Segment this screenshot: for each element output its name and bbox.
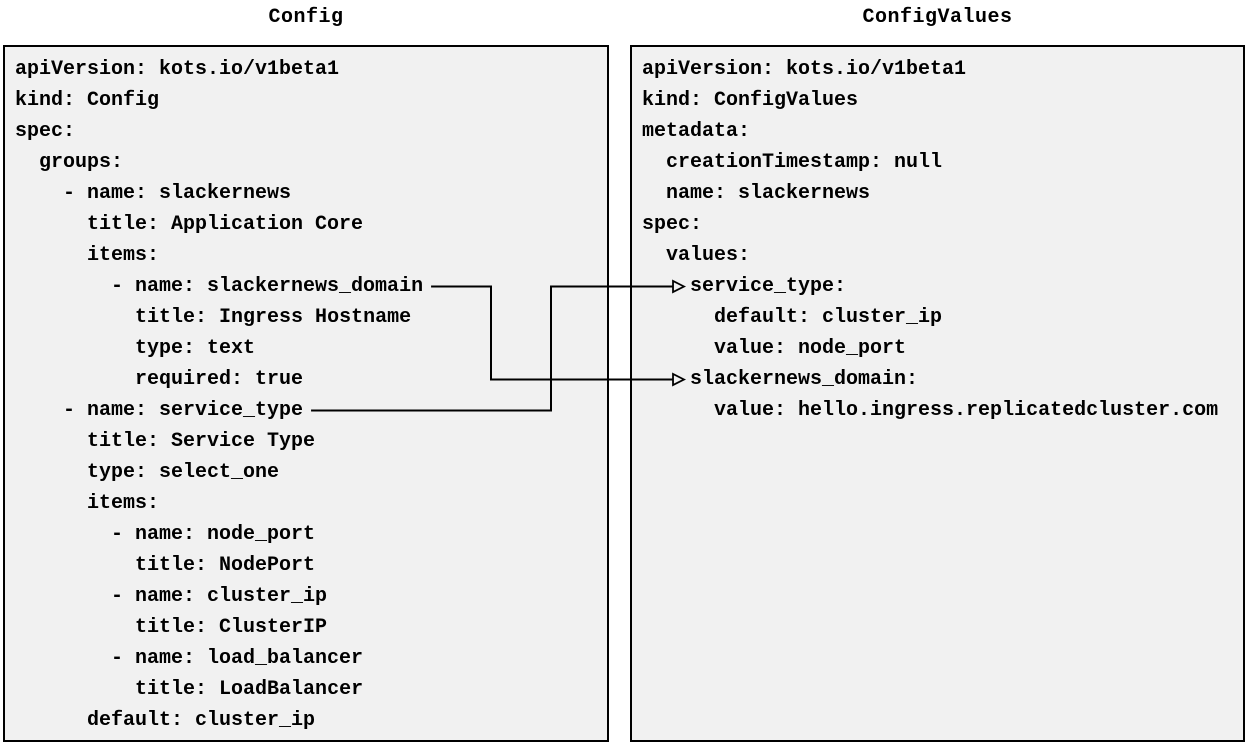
yaml-line-text: title: Service Type xyxy=(87,430,316,453)
yaml-line-text: apiVersion: kots.io/v1beta1 xyxy=(15,58,340,81)
yaml-line-text: title: NodePort xyxy=(135,554,316,577)
yaml-line-text: title: Ingress Hostname xyxy=(135,306,412,329)
yaml-line-text: - name: load_balancer xyxy=(111,647,364,670)
yaml-line-text: creationTimestamp: null xyxy=(666,151,943,174)
yaml-line-text: - name: node_port xyxy=(111,523,316,546)
yaml-line-text: - name: slackernews_domain xyxy=(111,275,424,298)
yaml-line: title: LoadBalancer xyxy=(15,674,607,705)
yaml-line-text: - name: cluster_ip xyxy=(111,585,328,608)
yaml-line-text: slackernews_domain: xyxy=(690,368,919,391)
yaml-line: type: select_one xyxy=(15,457,607,488)
yaml-line-text: type: text xyxy=(135,337,256,360)
yaml-line-text: title: Application Core xyxy=(87,213,364,236)
yaml-line-text: required: true xyxy=(135,368,304,391)
yaml-line: title: NodePort xyxy=(15,550,607,581)
yaml-line: value: hello.ingress.replicatedcluster.c… xyxy=(642,395,1243,426)
yaml-line-text: spec: xyxy=(15,120,76,143)
yaml-line-text: default: cluster_ip xyxy=(714,306,943,329)
yaml-line-text: name: slackernews xyxy=(666,182,871,205)
configvalues-panel-title: ConfigValues xyxy=(862,6,1013,29)
yaml-line-text: apiVersion: kots.io/v1beta1 xyxy=(642,58,967,81)
yaml-line-text: groups: xyxy=(39,151,124,174)
yaml-line: spec: xyxy=(15,116,607,147)
yaml-line: - name: cluster_ip xyxy=(15,581,607,612)
yaml-line-text: value: node_port xyxy=(714,337,907,360)
yaml-line: - name: load_balancer xyxy=(15,643,607,674)
yaml-line-text: spec: xyxy=(642,213,703,236)
yaml-line-text: - name: service_type xyxy=(63,399,304,422)
config-panel: apiVersion: kots.io/v1beta1 kind: Config s… xyxy=(3,45,609,742)
yaml-line-text: - name: slackernews xyxy=(63,182,292,205)
yaml-line: title: Service Type xyxy=(15,426,607,457)
yaml-line: - name: service_type xyxy=(15,395,607,426)
yaml-line-text: kind: ConfigValues xyxy=(642,89,859,112)
yaml-line: name: slackernews xyxy=(642,178,1243,209)
yaml-line: - name: slackernews_domain xyxy=(15,271,607,302)
yaml-line: slackernews_domain: xyxy=(642,364,1243,395)
yaml-line: service_type: xyxy=(642,271,1243,302)
yaml-line-text: value: hello.ingress.replicatedcluster.c… xyxy=(714,399,1219,422)
yaml-line: value: node_port xyxy=(642,333,1243,364)
yaml-line-text: type: select_one xyxy=(87,461,280,484)
configvalues-yaml-code: apiVersion: kots.io/v1beta1 kind: ConfigV… xyxy=(632,47,1243,426)
yaml-line: items: xyxy=(15,488,607,519)
yaml-line: default: cluster_ip xyxy=(15,705,607,736)
yaml-line: apiVersion: kots.io/v1beta1 xyxy=(642,54,1243,85)
configvalues-panel: apiVersion: kots.io/v1beta1 kind: ConfigV… xyxy=(630,45,1245,742)
yaml-line: apiVersion: kots.io/v1beta1 xyxy=(15,54,607,85)
yaml-line: spec: xyxy=(642,209,1243,240)
yaml-line: kind: Config xyxy=(15,85,607,116)
yaml-line: metadata: xyxy=(642,116,1243,147)
yaml-line-text: default: cluster_ip xyxy=(87,709,316,732)
yaml-line-text: items: xyxy=(87,244,160,267)
config-yaml-code: apiVersion: kots.io/v1beta1 kind: Config s… xyxy=(5,47,607,736)
yaml-line: - name: node_port xyxy=(15,519,607,550)
yaml-line: items: xyxy=(15,240,607,271)
yaml-line-text: title: ClusterIP xyxy=(135,616,328,639)
yaml-line-text: title: LoadBalancer xyxy=(135,678,364,701)
config-panel-title: Config xyxy=(268,6,344,29)
yaml-line: default: cluster_ip xyxy=(642,302,1243,333)
yaml-line: type: text xyxy=(15,333,607,364)
yaml-line-text: kind: Config xyxy=(15,89,160,112)
yaml-line-text: service_type: xyxy=(690,275,847,298)
yaml-line: values: xyxy=(642,240,1243,271)
yaml-line: kind: ConfigValues xyxy=(642,85,1243,116)
yaml-line: creationTimestamp: null xyxy=(642,147,1243,178)
yaml-line: title: Application Core xyxy=(15,209,607,240)
yaml-line-text: metadata: xyxy=(642,120,751,143)
yaml-line: groups: xyxy=(15,147,607,178)
yaml-line: title: Ingress Hostname xyxy=(15,302,607,333)
yaml-line: - name: slackernews xyxy=(15,178,607,209)
yaml-line: title: ClusterIP xyxy=(15,612,607,643)
yaml-line-text: values: xyxy=(666,244,751,267)
yaml-line-text: items: xyxy=(87,492,160,515)
yaml-line: required: true xyxy=(15,364,607,395)
